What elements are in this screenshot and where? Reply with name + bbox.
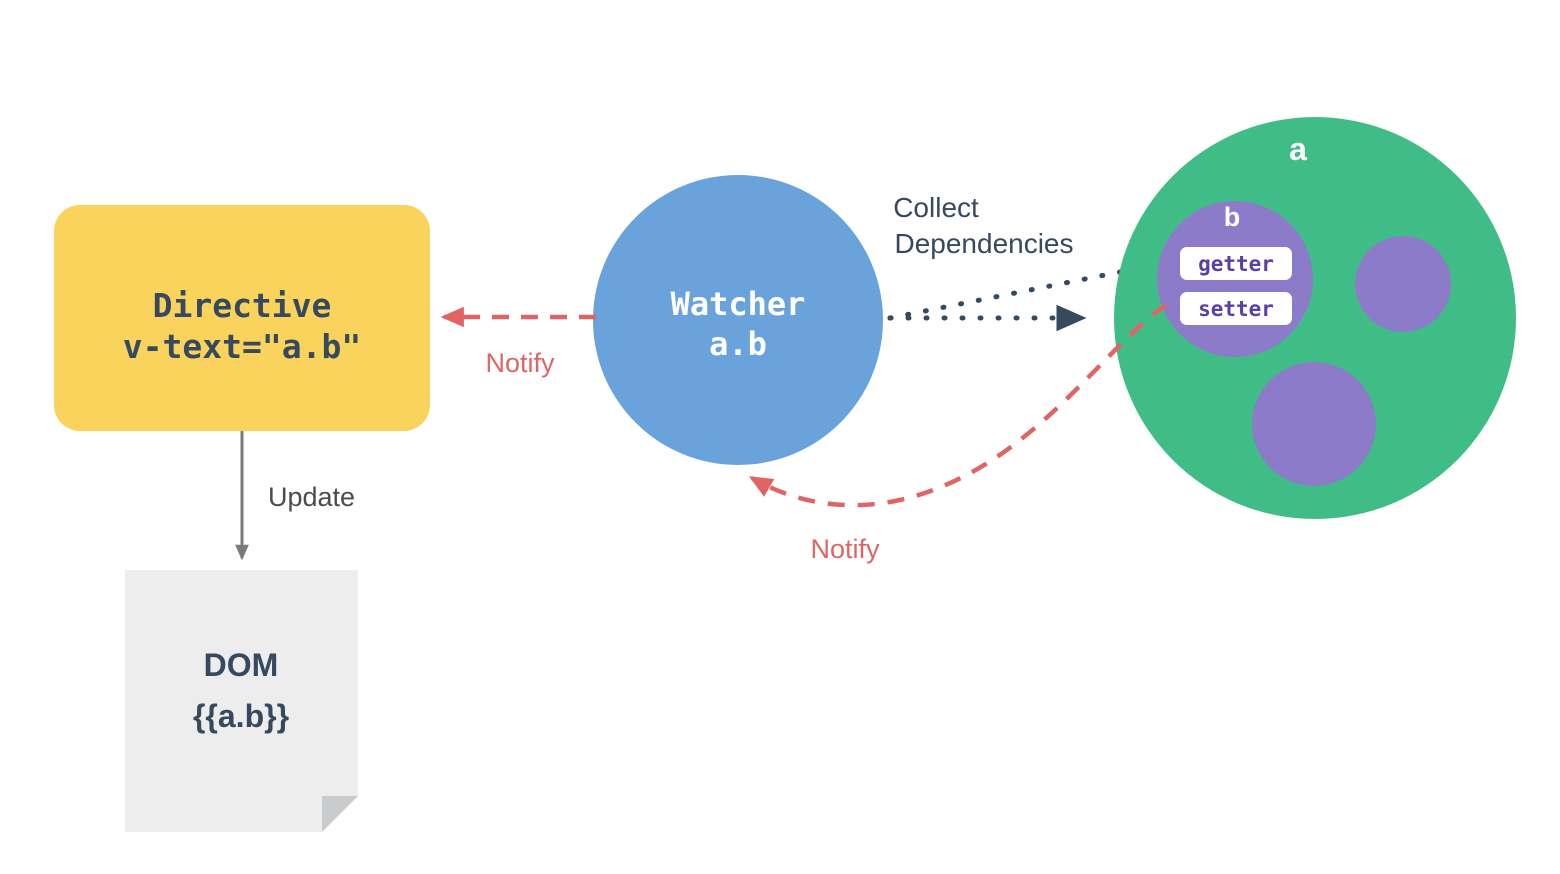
directive-node-shape[interactable]	[54, 205, 430, 431]
setter-pill-label: setter	[1198, 297, 1274, 321]
getter-pill-label: getter	[1198, 252, 1274, 276]
collect-dependencies-label-line1: Collect	[893, 192, 979, 223]
getter-pill-shape[interactable]	[1180, 247, 1292, 280]
data-b-label: b	[1224, 202, 1241, 232]
update-label: Update	[268, 482, 355, 512]
dom-node-shape[interactable]	[125, 570, 358, 832]
data-a-property-circle-bottom	[1252, 362, 1376, 486]
watcher-node-shape[interactable]	[593, 175, 883, 465]
data-a-label: a	[1289, 131, 1307, 167]
directive-label-line1: Directive	[153, 286, 332, 325]
notify-watcher-label: Notify	[810, 534, 880, 564]
collect-dependencies-label-line2: Dependencies	[894, 228, 1073, 259]
setter-pill-shape[interactable]	[1180, 292, 1292, 325]
dom-label-line2: {{a.b}}	[193, 698, 289, 734]
collect-dependencies-arrow-getter	[887, 255, 1170, 321]
notify-directive-label: Notify	[485, 348, 555, 378]
watcher-label-line2: a.b	[709, 325, 767, 363]
dom-fold-corner-icon	[322, 796, 358, 832]
watcher-label-line1: Watcher	[671, 285, 806, 323]
notify-watcher-arrow	[748, 303, 1168, 508]
dom-label-line1: DOM	[204, 647, 279, 683]
data-a-property-circle-right	[1355, 236, 1451, 332]
directive-label-line2: v-text="a.b"	[123, 327, 361, 366]
